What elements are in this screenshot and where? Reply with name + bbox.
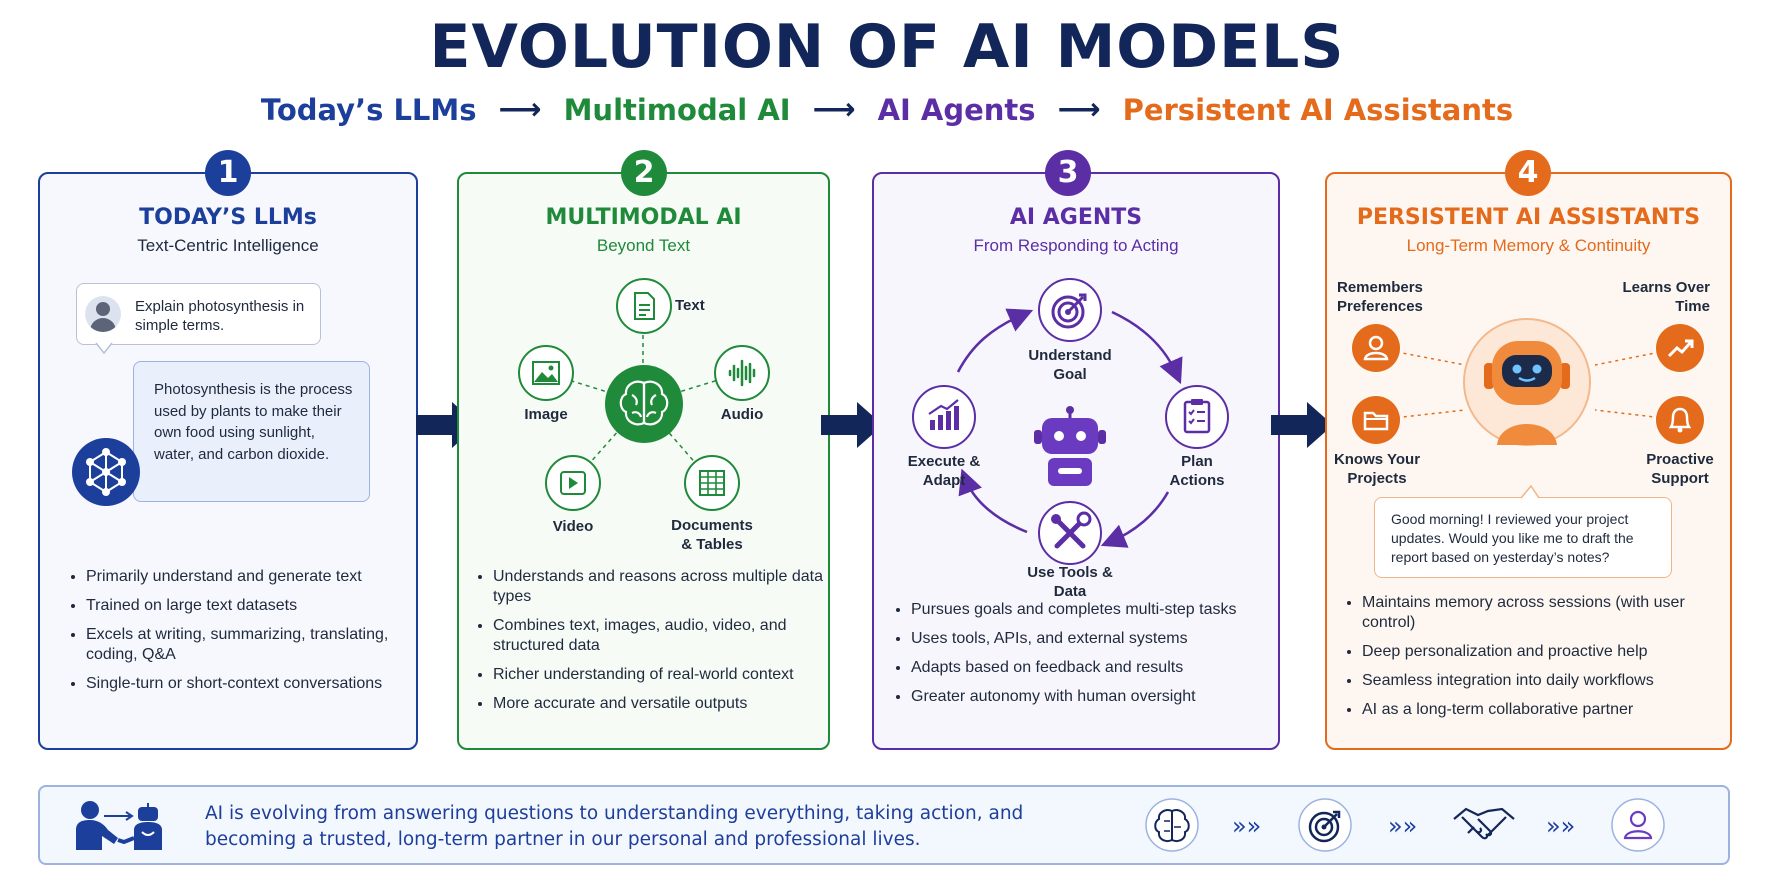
flow-stage-1: Today’s LLMs — [260, 92, 477, 127]
node-label-documents: Documents & Tables — [671, 517, 753, 553]
assistant-robot-avatar — [1463, 318, 1591, 446]
flow-stage-3: AI Agents — [877, 92, 1036, 127]
user-prompt-text: Explain photosynthesis in simple terms. — [135, 298, 305, 334]
bullet-item: Trained on large text datasets — [86, 596, 406, 616]
chevrons-icon: »» — [1388, 812, 1418, 840]
footer-banner — [38, 785, 1730, 865]
flow-arrow-icon: ⟶ — [1057, 92, 1101, 127]
target-goal-icon — [1038, 278, 1102, 342]
bullet-item: Greater autonomy with human oversight — [911, 687, 1241, 707]
step-badge-3: 3 — [1045, 150, 1091, 196]
assistant-message-bubble: Good morning! I reviewed your project up… — [1374, 497, 1672, 578]
flow-stage-2: Multimodal AI — [563, 92, 791, 127]
flow-stage-4: Persistent AI Assistants — [1122, 92, 1514, 127]
clipboard-checklist-icon — [1165, 385, 1229, 449]
bullet-item: Excels at writing, summarizing, translat… — [86, 625, 406, 665]
person-icon — [1611, 798, 1665, 852]
bullet-item: Deep personalization and proactive help — [1362, 642, 1722, 662]
tools-wrench-icon — [1038, 501, 1102, 565]
image-icon — [518, 345, 574, 401]
footer-message: AI is evolving from answering questions … — [205, 803, 1024, 850]
brain-circuit-icon — [1145, 798, 1199, 852]
robot-icon — [1034, 406, 1106, 486]
trend-up-icon — [1656, 324, 1704, 372]
node-label-video: Video — [552, 518, 594, 535]
bell-icon — [1656, 396, 1704, 444]
ai-reply-bubble: Photosynthesis is the process used by pl… — [133, 361, 370, 502]
flow-arrow-icon: ⟶ — [812, 92, 856, 127]
node-label-preferences: Remembers Preferences — [1337, 279, 1423, 315]
neural-network-icon — [72, 438, 140, 506]
bullet-item: More accurate and versatile outputs — [493, 694, 833, 714]
card-subtitle: From Responding to Acting — [973, 236, 1179, 255]
ai-reply-text: Photosynthesis is the process used by pl… — [154, 381, 353, 463]
bullet-item: Understands and reasons across multiple … — [493, 567, 833, 607]
node-label-understand-goal: Understand Goal — [1028, 347, 1112, 383]
bubble-tail-icon — [1520, 484, 1540, 499]
node-label-text: Text — [675, 297, 705, 314]
stage-arrow-icon — [821, 402, 883, 448]
node-label-proactive: Proactive Support — [1646, 451, 1714, 487]
agent-cycle-arrows — [956, 308, 1183, 548]
step-badge-4: 4 — [1505, 150, 1551, 196]
card-multimodal-ai — [457, 172, 830, 750]
assistant-message-text: Good morning! I reviewed your project up… — [1391, 511, 1634, 565]
bullet-item: Combines text, images, audio, video, and… — [493, 616, 833, 656]
stage-arrow-icon — [1271, 402, 1333, 448]
stage-flow: Today’s LLMs ⟶ Multimodal AI ⟶ AI Agents… — [0, 92, 1774, 127]
card-4-bullets: Maintains memory across sessions (with u… — [1344, 593, 1722, 729]
bullet-item: Pursues goals and completes multi-step t… — [911, 600, 1241, 620]
text-document-icon — [616, 278, 672, 334]
brain-icon — [605, 365, 683, 443]
chevrons-icon: »» — [1546, 812, 1576, 840]
card-subtitle: Beyond Text — [596, 236, 691, 255]
folder-icon — [1352, 396, 1400, 444]
node-label-plan-actions: Plan Actions — [1169, 453, 1225, 489]
bullet-item: Maintains memory across sessions (with u… — [1362, 593, 1722, 633]
growth-chart-icon — [912, 385, 976, 449]
chevrons-icon: »» — [1232, 812, 1262, 840]
node-label-image: Image — [524, 406, 568, 423]
node-label-execute-adapt: Execute & Adapt — [907, 453, 981, 489]
node-label-learns: Learns Over Time — [1622, 279, 1710, 315]
step-badge-2: 2 — [621, 150, 667, 196]
user-profile-icon — [1352, 324, 1400, 372]
flow-arrow-icon: ⟶ — [498, 92, 542, 127]
step-badge-1: 1 — [205, 150, 251, 196]
bubble-tail-icon — [95, 342, 113, 355]
video-play-icon — [545, 455, 601, 511]
card-2-bullets: Understands and reasons across multiple … — [475, 567, 833, 723]
handshake-icon — [1453, 807, 1515, 840]
bullet-item: Richer understanding of real-world conte… — [493, 665, 833, 685]
node-label-use-tools: Use Tools & Data — [1027, 564, 1113, 600]
bullet-item: Single-turn or short-context conversatio… — [86, 674, 406, 694]
bullet-item: Seamless integration into daily workflow… — [1362, 671, 1722, 691]
audio-waveform-icon — [714, 345, 770, 401]
bullet-item: Adapts based on feedback and results — [911, 658, 1241, 678]
card-persistent-assistants — [1325, 172, 1732, 750]
card-subtitle: Long-Term Memory & Continuity — [1406, 236, 1651, 255]
card-title: MULTIMODAL AI — [545, 205, 742, 230]
human-robot-handshake-icon — [76, 801, 162, 850]
bullet-item: Primarily understand and generate text — [86, 567, 406, 587]
page-title: EVOLUTION OF AI MODELS — [429, 12, 1345, 82]
target-icon — [1298, 798, 1352, 852]
bullet-item: Uses tools, APIs, and external systems — [911, 629, 1241, 649]
user-avatar-icon — [85, 296, 121, 332]
user-prompt-bubble: Explain photosynthesis in simple terms. — [76, 283, 321, 345]
card-title: PERSISTENT AI ASSISTANTS — [1356, 205, 1701, 230]
card-title: TODAY’S LLMs — [139, 205, 317, 230]
bullet-item: AI as a long-term collaborative partner — [1362, 700, 1722, 720]
card-3-bullets: Pursues goals and completes multi-step t… — [893, 600, 1241, 716]
card-1-bullets: Primarily understand and generate text T… — [68, 567, 406, 703]
card-title: AI AGENTS — [1009, 205, 1143, 230]
table-grid-icon — [684, 455, 740, 511]
card-subtitle: Text-Centric Intelligence — [137, 236, 319, 255]
node-label-projects: Knows Your Projects — [1333, 451, 1421, 487]
node-label-audio: Audio — [720, 406, 764, 423]
